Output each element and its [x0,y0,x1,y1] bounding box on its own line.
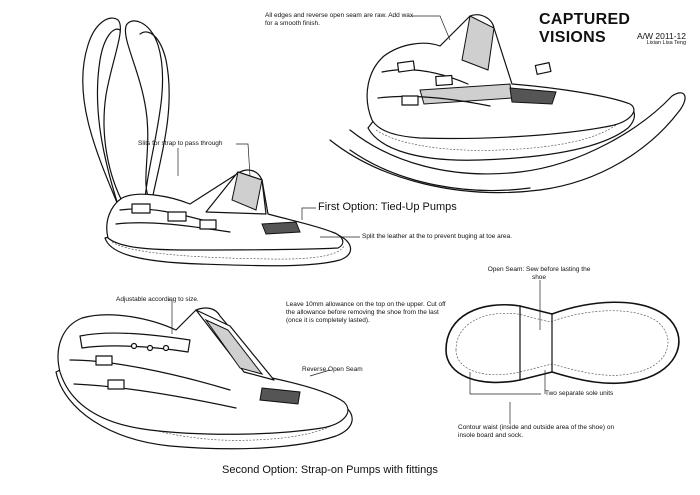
season-label: A/W 2011-12 [637,31,686,41]
note-adjustable: Adjustable according to size. [116,296,199,303]
sole-units [445,301,680,385]
note-reverse-seam: Reverse Open Seam [302,366,363,373]
heading-second-option: Second Option: Strap-on Pumps with fitti… [222,464,438,476]
shoe-tied-up-side [82,17,352,267]
shoe-strap-on [55,307,353,450]
note-allowance: Leave 10mm allowance on the top on the u… [286,301,446,324]
note-raw-edges: All edges and reverse open seam are raw.… [265,12,414,27]
note-slits: Slits for strap to pass through [138,140,223,147]
note-contour-waist: Contour waist (inside and outside area o… [458,424,615,439]
note-split-leather: Split the leather at the to prevent bugi… [362,233,512,240]
note-sole-units: Two separate sole units [545,390,614,397]
page-title: CAPTURED VISIONS [539,11,631,46]
author-name: Lixian Lisa Teng [646,40,686,46]
heading-first-option: First Option: Tied-Up Pumps [318,201,457,213]
shoe-tied-up-perspective [329,14,686,194]
note-open-seam: Open Seam: Sew before lasting the shoe [487,266,591,281]
